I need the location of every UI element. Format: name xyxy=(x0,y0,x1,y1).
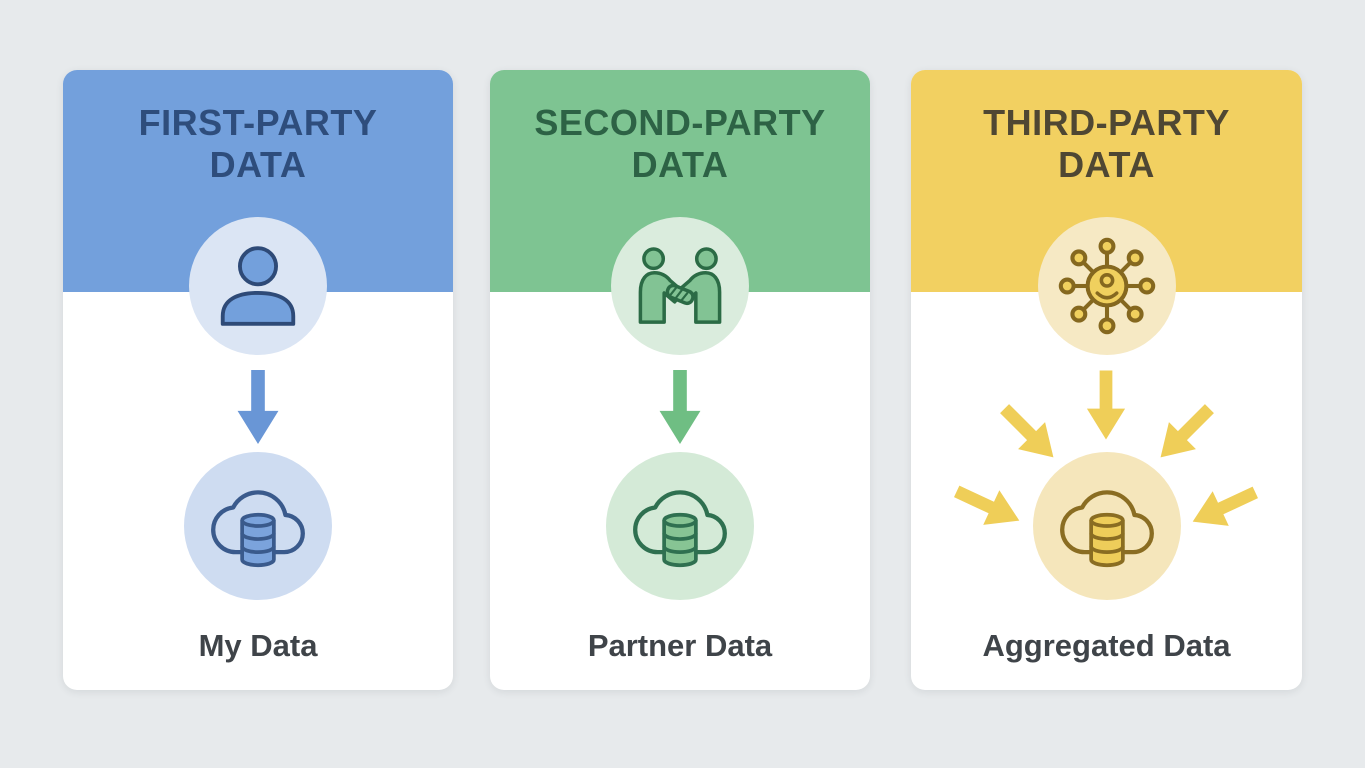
card-header: THIRD-PARTY DATA xyxy=(911,70,1302,292)
cloud-database-icon xyxy=(1059,490,1154,568)
second-party-data-card: SECOND-PARTY DATA xyxy=(490,70,870,690)
card-title: THIRD-PARTY DATA xyxy=(911,70,1302,186)
card-title: FIRST-PARTY DATA xyxy=(63,70,453,186)
converging-arrow-left-icon xyxy=(946,472,1030,540)
handshake-icon xyxy=(638,247,722,324)
down-arrow-icon xyxy=(236,370,280,449)
card-label: Partner Data xyxy=(587,628,773,663)
card-title-line: DATA xyxy=(1058,144,1155,185)
person-icon xyxy=(220,246,296,326)
network-icon xyxy=(1058,237,1155,335)
card-label: Aggregated Data xyxy=(982,628,1231,663)
card-title-line: DATA xyxy=(631,144,729,185)
third-party-data-card: THIRD-PARTY DATA xyxy=(911,70,1302,690)
converging-arrow-right-icon xyxy=(1182,473,1266,541)
converging-arrow-top-icon xyxy=(1086,368,1126,442)
first-party-data-card: FIRST-PARTY DATA My Data xyxy=(63,70,453,690)
destination-icon-circle xyxy=(184,452,332,600)
source-icon-circle xyxy=(189,217,327,355)
cloud-database-icon xyxy=(633,490,727,568)
card-title-line: THIRD-PARTY xyxy=(983,102,1230,143)
cloud-database-icon xyxy=(211,490,305,568)
source-icon-circle xyxy=(1037,217,1176,355)
down-arrow-icon xyxy=(658,370,702,449)
card-label: My Data xyxy=(198,628,318,663)
source-icon-circle xyxy=(611,217,749,355)
destination-icon-circle xyxy=(1032,452,1181,600)
converging-arrow-upper-right-icon xyxy=(1145,393,1226,474)
card-title-line: SECOND-PARTY xyxy=(534,102,826,143)
destination-icon-circle xyxy=(606,452,754,600)
card-header: SECOND-PARTY DATA xyxy=(490,70,870,292)
card-title: SECOND-PARTY DATA xyxy=(490,70,870,186)
converging-arrow-upper-left-icon xyxy=(989,393,1070,474)
card-title-line: DATA xyxy=(209,144,307,185)
card-title-line: FIRST-PARTY xyxy=(138,102,378,143)
